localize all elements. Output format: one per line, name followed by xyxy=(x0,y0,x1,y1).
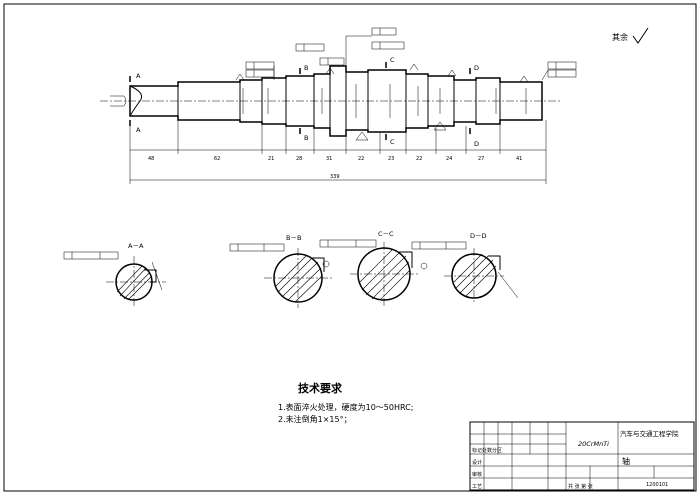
section-mark-d-bottom: D xyxy=(474,140,479,148)
section-d-title: D－D xyxy=(470,232,487,240)
segment-dim-labels: 48 62 21 28 31 22 23 22 24 27 41 339 xyxy=(148,156,522,180)
tech-req-title: 技术要求 xyxy=(298,381,343,395)
drawing-frame xyxy=(3,3,697,492)
sheets-label: 共 张 第 张 xyxy=(568,483,593,490)
segment-dim-3: 21 xyxy=(268,156,274,162)
process-label: 工艺 xyxy=(472,484,482,490)
section-mark-a-top: A xyxy=(136,72,141,80)
title-block: 20CrMnTi 汽车与交通工程学院 轴 1200101 标记处数分区 设计 审… xyxy=(469,421,695,491)
roughness-note-label: 其余 xyxy=(612,32,628,42)
section-b-keyway xyxy=(312,257,325,272)
section-view-b: B－B xyxy=(229,234,332,308)
section-d-hatch xyxy=(453,253,497,297)
technical-requirements: 技术要求 1.表面淬火处理，硬度为10～50HRC; 2.未注倒角1×15°； xyxy=(278,381,413,424)
section-view-a: A－A xyxy=(63,242,166,306)
segment-dim-10: 27 xyxy=(478,156,484,162)
design-label: 设计 xyxy=(472,459,482,466)
section-mark-b-top: B xyxy=(304,64,308,72)
tech-req-line-2: 2.未注倒角1×15°； xyxy=(278,414,352,424)
section-b-tolerance-frame xyxy=(229,243,285,252)
part-name-label: 轴 xyxy=(622,456,630,466)
roughness-note: 其余 xyxy=(612,27,649,44)
section-c-tolerance-frame xyxy=(319,239,377,248)
section-a-hatch xyxy=(116,265,153,301)
section-a-tolerance-frame xyxy=(63,251,119,260)
section-c-datum-icon xyxy=(420,262,428,270)
section-view-c: C－C xyxy=(319,230,428,306)
marking-label: 标记处数分区 xyxy=(472,447,502,454)
section-d-leader xyxy=(497,271,519,299)
section-d-tolerance-frame xyxy=(411,241,467,250)
segment-dim-1: 48 xyxy=(148,156,154,162)
tolerance-frames-main xyxy=(245,27,577,81)
segment-dividers xyxy=(177,66,501,136)
section-mark-b-bottom: B xyxy=(304,134,308,142)
title-block-grid xyxy=(470,422,694,490)
shaft-main-view: A A B B C C D D xyxy=(100,27,577,184)
section-mark-d-top: D xyxy=(474,64,479,72)
segment-dim-6: 22 xyxy=(358,156,364,162)
roughness-symbol-icon xyxy=(632,27,649,44)
total-length-dim: 339 xyxy=(330,174,340,180)
section-c-title: C－C xyxy=(378,230,394,238)
segment-dim-2: 62 xyxy=(214,156,220,162)
dimension-lines xyxy=(129,120,547,184)
diameter-marks xyxy=(242,84,527,118)
roughness-symbols xyxy=(235,63,529,141)
segment-dim-5: 31 xyxy=(326,156,332,162)
section-c-hatch xyxy=(359,249,411,301)
section-c-keyway xyxy=(398,251,413,268)
segment-dim-4: 28 xyxy=(296,156,302,162)
section-mark-c-top: C xyxy=(390,56,395,64)
section-d-keyway xyxy=(488,255,501,270)
section-b-hatch xyxy=(275,255,323,303)
section-mark-a-bottom: A xyxy=(136,126,141,134)
segment-dim-8: 22 xyxy=(416,156,422,162)
title-block-frame xyxy=(469,421,695,491)
section-mark-c-bottom: C xyxy=(390,138,395,146)
check-label: 审核 xyxy=(472,471,482,478)
segment-dim-9: 24 xyxy=(446,156,452,162)
section-a-leader xyxy=(151,261,163,291)
section-view-d: D－D xyxy=(411,232,519,304)
shaft-left-end-break xyxy=(129,85,143,117)
section-b-datum-icon xyxy=(322,260,330,268)
segment-dim-11: 41 xyxy=(516,156,522,162)
tech-req-line-1: 1.表面淬火处理，硬度为10～50HRC; xyxy=(278,402,413,412)
section-a-title: A－A xyxy=(128,242,144,250)
segment-dim-7: 23 xyxy=(388,156,394,162)
keyway-left xyxy=(110,95,127,107)
school-label: 汽车与交通工程学院 xyxy=(620,429,679,438)
section-b-title: B－B xyxy=(286,234,301,242)
material-label: 20CrMnTi xyxy=(578,440,609,448)
drawing-number-label: 1200101 xyxy=(646,482,668,488)
